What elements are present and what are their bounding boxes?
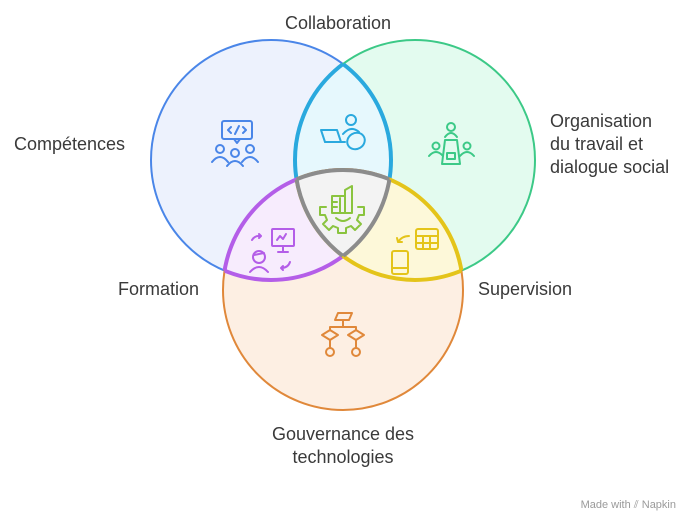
meeting-table-icon <box>428 122 475 165</box>
flowchart-icon <box>321 312 365 357</box>
developer-team-icon <box>211 120 259 167</box>
label-collaboration: Collaboration <box>285 13 392 33</box>
label-formation: Formation <box>118 279 200 299</box>
region-center <box>295 170 393 280</box>
label-gouvernance: Gouvernance des technologies <box>262 423 424 469</box>
label-gouvernance-line: Gouvernance des <box>271 424 415 444</box>
training-presentation-icon <box>249 228 295 273</box>
label-organisation: Organisation du travail et dialogue soci… <box>550 110 669 179</box>
label-gouvernance-line: technologies <box>292 447 394 467</box>
device-dashboard-icon <box>391 228 439 275</box>
label-organisation-line: Organisation <box>550 111 653 131</box>
label-competences: Compétences <box>14 134 126 154</box>
region-center <box>295 168 391 280</box>
label-organisation-line: dialogue social <box>550 157 670 177</box>
label-organisation-line: du travail et <box>550 134 644 154</box>
region-collaboration-edge <box>293 40 391 280</box>
digital-gear-icon <box>319 185 365 234</box>
remote-collaboration-icon <box>320 114 366 151</box>
label-supervision: Supervision <box>478 279 573 299</box>
napkin-watermark: Made with ⫽ Napkin <box>580 499 676 511</box>
